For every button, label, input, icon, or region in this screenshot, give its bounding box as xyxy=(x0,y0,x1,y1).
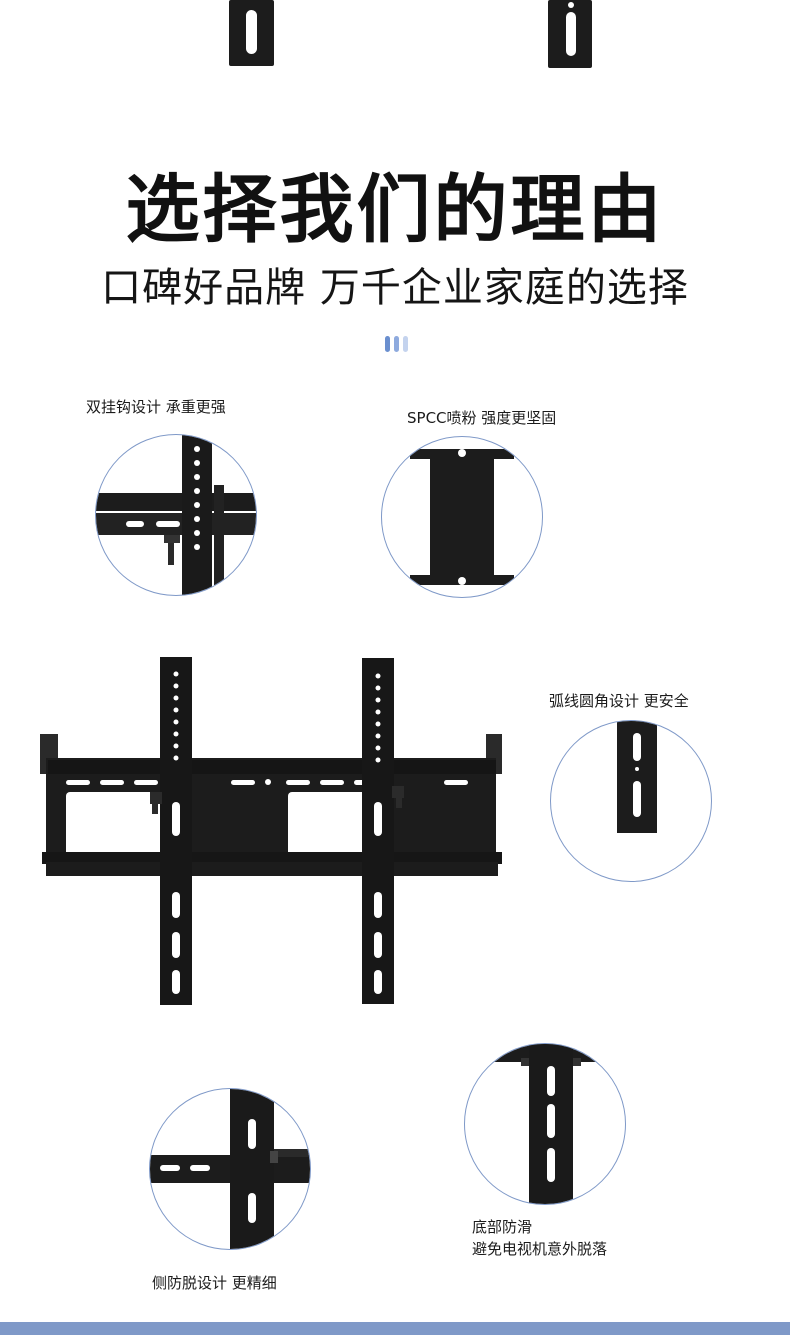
dot-2 xyxy=(394,336,399,352)
feature-label-bottom-line2: 避免电视机意外脱落 xyxy=(472,1240,608,1258)
feature-label-bottom-anti-slip: 底部防滑 避免电视机意外脱落 xyxy=(472,1216,607,1260)
tv-bracket-main-image xyxy=(40,657,502,1005)
feature-label-spcc: SPCC喷粉 强度更坚固 xyxy=(407,409,557,427)
feature-label-double-hook: 双挂钩设计 承重更强 xyxy=(86,398,226,416)
feature-label-bottom-line1: 底部防滑 xyxy=(472,1218,533,1236)
dot-1 xyxy=(385,336,390,352)
feature-circle-side-anti-drop xyxy=(149,1088,311,1250)
pagination-dots-icon xyxy=(385,336,408,352)
feature-circle-rounded-corner xyxy=(550,720,712,882)
page-subtitle: 口碑好品牌 万千企业家庭的选择 xyxy=(101,265,689,311)
feature-label-rounded-corner: 弧线圆角设计 更安全 xyxy=(549,692,689,710)
bottom-accent-bar xyxy=(0,1322,790,1335)
dot-3 xyxy=(403,336,408,352)
feature-circle-bottom-anti-slip xyxy=(464,1043,626,1205)
top-bracket-fragments xyxy=(229,0,592,68)
feature-circle-double-hook xyxy=(95,434,257,596)
feature-label-side-anti-drop: 侧防脱设计 更精细 xyxy=(152,1274,277,1292)
page-title: 选择我们的理由 xyxy=(125,167,665,253)
feature-circle-spcc xyxy=(381,436,543,598)
